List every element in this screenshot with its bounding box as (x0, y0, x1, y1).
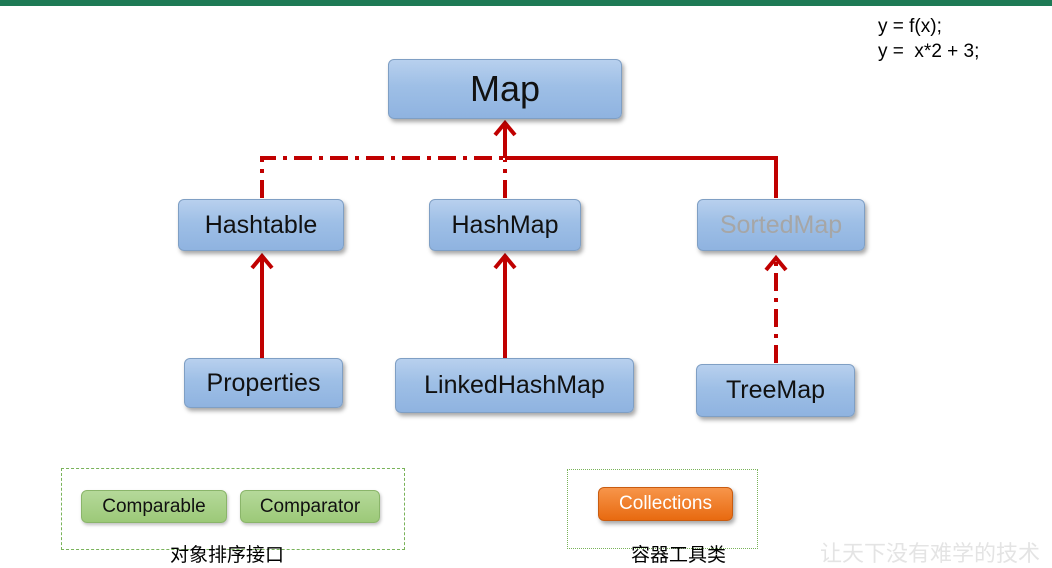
sorting-interfaces-group (61, 468, 405, 550)
arrowhead-map (493, 119, 517, 137)
arrowhead-hashmap (493, 252, 517, 270)
formula-line-1: y = f(x); (878, 16, 942, 37)
watermark-text: 让天下没有难学的技术 (820, 542, 1041, 567)
edge-hashtable-map (260, 156, 505, 198)
arrowhead-sortedmap (764, 254, 788, 272)
node-properties: Properties (184, 358, 343, 408)
chip-comparator: Comparator (240, 490, 380, 523)
node-map: Map (388, 59, 622, 119)
formula-line-2: y = x*2 + 3; (878, 41, 980, 62)
chip-collections: Collections (598, 487, 733, 521)
chip-comparable: Comparable (81, 490, 227, 523)
arrowhead-hashtable (250, 252, 274, 270)
node-linkedhashmap: LinkedHashMap (395, 358, 634, 413)
node-hashmap: HashMap (429, 199, 581, 251)
sorting-interfaces-caption: 对象排序接口 (170, 544, 285, 566)
node-hashtable: Hashtable (178, 199, 344, 251)
node-treemap: TreeMap (696, 364, 855, 417)
node-sortedmap: SortedMap (697, 199, 865, 251)
utility-group (567, 469, 758, 549)
utility-caption: 容器工具类 (631, 544, 727, 566)
header-accent-bar (0, 0, 1052, 6)
inheritance-arrows (250, 119, 788, 363)
edge-sortedmap-map (505, 156, 778, 198)
